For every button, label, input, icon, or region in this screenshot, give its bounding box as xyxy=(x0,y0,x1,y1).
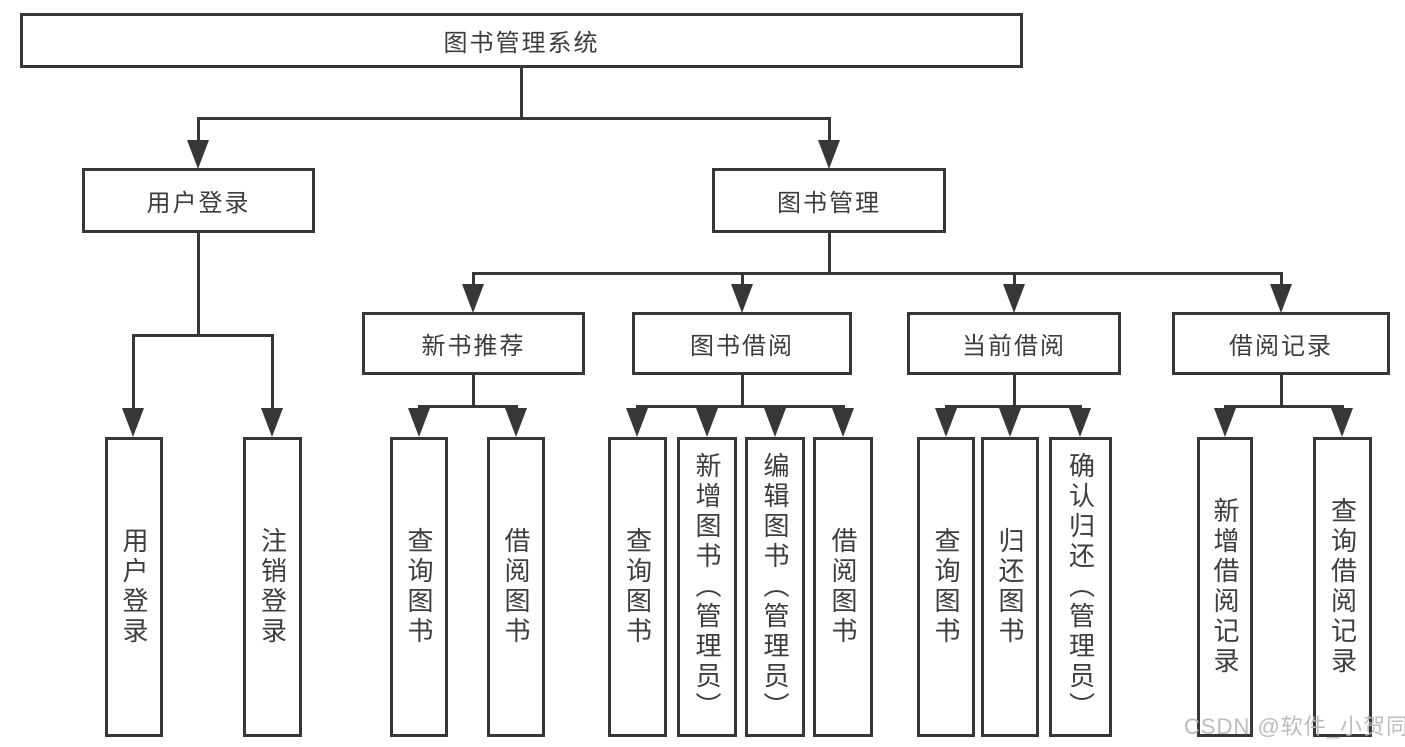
leaf-query-books-1-label: 查询图书 xyxy=(404,527,434,647)
connector-line xyxy=(520,68,523,118)
connector-arrow-icon xyxy=(1331,408,1353,437)
leaf-logout-label: 注销登录 xyxy=(257,527,288,647)
connector-line xyxy=(271,334,274,410)
connector-arrow-icon xyxy=(731,284,753,313)
leaf-query-books-3-label: 查询图书 xyxy=(931,527,961,647)
leaf-user-login-label: 用户登录 xyxy=(119,527,149,647)
connector-line xyxy=(741,272,744,286)
leaf-borrow-books-2-label: 借阅图书 xyxy=(828,527,858,647)
connector-arrow-icon xyxy=(408,408,430,437)
connector-arrow-icon xyxy=(261,408,283,437)
leaf-logout: 注销登录 xyxy=(243,437,302,737)
connector-line xyxy=(418,405,518,408)
connector-line xyxy=(1224,405,1344,408)
node-user-login-label: 用户登录 xyxy=(146,190,251,217)
node-root-label: 图书管理系统 xyxy=(443,30,600,57)
node-borrow-records-label: 借阅记录 xyxy=(1229,333,1333,360)
connector-line xyxy=(945,405,1082,408)
node-borrow-records: 借阅记录 xyxy=(1172,312,1390,375)
node-new-book-recommend-label: 新书推荐 xyxy=(421,333,526,360)
connector-arrow-icon xyxy=(505,408,527,437)
connector-line xyxy=(472,272,475,286)
connector-arrow-icon xyxy=(818,140,840,169)
leaf-confirm-return-admin-label: 确认归还（管理员） xyxy=(1065,452,1096,722)
leaf-edit-books-admin: 编辑图书（管理员） xyxy=(745,437,805,737)
connector-line xyxy=(197,117,200,142)
leaf-return-books: 归还图书 xyxy=(981,437,1039,737)
node-root: 图书管理系统 xyxy=(20,13,1023,68)
connector-line xyxy=(197,117,831,120)
connector-arrow-icon xyxy=(696,408,718,437)
connector-line xyxy=(1013,375,1016,408)
leaf-add-borrow-record-label: 新增借阅记录 xyxy=(1210,497,1240,677)
leaf-add-books-admin: 新增图书（管理员） xyxy=(677,437,737,737)
leaf-query-books-1: 查询图书 xyxy=(390,437,448,737)
node-current-borrowing-label: 当前借阅 xyxy=(962,333,1066,360)
node-current-borrowing: 当前借阅 xyxy=(907,312,1121,375)
leaf-borrow-books-1: 借阅图书 xyxy=(487,437,545,737)
connector-line xyxy=(197,233,200,337)
connector-line xyxy=(636,405,845,408)
connector-line xyxy=(828,117,831,142)
leaf-query-books-3: 查询图书 xyxy=(917,437,975,737)
leaf-add-borrow-record: 新增借阅记录 xyxy=(1197,437,1253,737)
leaf-user-login: 用户登录 xyxy=(105,437,163,737)
node-book-borrowing: 图书借阅 xyxy=(632,312,852,375)
connector-arrow-icon xyxy=(626,408,648,437)
connector-line xyxy=(741,375,744,408)
leaf-add-books-admin-label: 新增图书（管理员） xyxy=(692,452,722,722)
node-user-login: 用户登录 xyxy=(82,168,315,233)
connector-arrow-icon xyxy=(1270,284,1292,313)
connector-arrow-icon xyxy=(935,408,957,437)
leaf-query-books-2: 查询图书 xyxy=(608,437,667,737)
leaf-return-books-label: 归还图书 xyxy=(995,527,1025,647)
node-new-book-recommend: 新书推荐 xyxy=(362,312,585,375)
connector-line xyxy=(828,233,831,275)
connector-line xyxy=(132,334,135,410)
connector-line xyxy=(472,272,1283,275)
leaf-query-borrow-record: 查询借阅记录 xyxy=(1313,437,1372,737)
node-book-management-label: 图书管理 xyxy=(777,190,881,217)
csdn-watermark: CSDN @软件_小贺同学 xyxy=(1184,714,1405,739)
leaf-edit-books-admin-label: 编辑图书（管理员） xyxy=(760,452,790,722)
leaf-query-borrow-record-label: 查询借阅记录 xyxy=(1327,497,1358,677)
node-book-borrowing-label: 图书借阅 xyxy=(690,333,794,360)
leaf-borrow-books-2: 借阅图书 xyxy=(813,437,873,737)
connector-line xyxy=(1013,272,1016,286)
node-book-management: 图书管理 xyxy=(712,168,946,233)
connector-line xyxy=(132,334,274,337)
connector-line xyxy=(1280,272,1283,286)
connector-arrow-icon xyxy=(1214,408,1236,437)
connector-arrow-icon xyxy=(1003,284,1025,313)
connector-arrow-icon xyxy=(1069,408,1091,437)
connector-line xyxy=(1280,375,1283,408)
connector-line xyxy=(472,375,475,408)
connector-arrow-icon xyxy=(187,140,209,169)
connector-arrow-icon xyxy=(832,408,854,437)
connector-arrow-icon xyxy=(764,408,786,437)
leaf-confirm-return-admin: 确认归还（管理员） xyxy=(1049,437,1112,737)
leaf-query-books-2-label: 查询图书 xyxy=(622,527,653,647)
connector-arrow-icon xyxy=(462,284,484,313)
leaf-borrow-books-1-label: 借阅图书 xyxy=(501,527,531,647)
connector-arrow-icon xyxy=(999,408,1021,437)
connector-arrow-icon xyxy=(122,408,144,437)
